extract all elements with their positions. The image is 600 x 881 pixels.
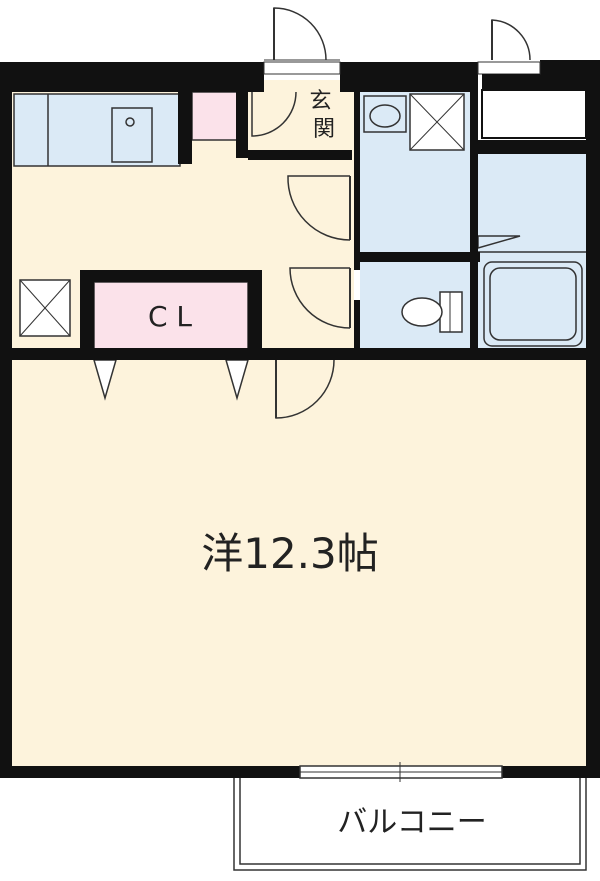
sink-icon xyxy=(111,107,153,163)
kitchen-counter xyxy=(13,93,181,167)
balcony-label: バルコニー xyxy=(337,805,486,840)
door-icon xyxy=(251,91,351,419)
pipe-space xyxy=(481,89,587,139)
vent-icon xyxy=(19,279,71,337)
balcony-window xyxy=(299,762,503,782)
main-room-label: 洋12.3帖 xyxy=(201,529,379,578)
wash-basin-icon xyxy=(363,95,407,133)
bathtub-icon xyxy=(483,261,583,347)
entrance-label-char-2: 関 xyxy=(313,117,335,142)
door-icon xyxy=(477,19,541,90)
closet-label: C L xyxy=(148,300,192,333)
entrance-floor xyxy=(248,80,352,158)
main-room-floor xyxy=(12,360,586,768)
walls xyxy=(0,60,600,778)
vent-icon xyxy=(409,93,465,151)
entrance-door-icon xyxy=(263,7,341,75)
entrance-label: 玄 関 xyxy=(309,89,338,142)
entrance-label-char-1: 玄 xyxy=(309,89,331,114)
toilet-icon xyxy=(401,291,463,333)
balcony-outline xyxy=(233,778,587,871)
